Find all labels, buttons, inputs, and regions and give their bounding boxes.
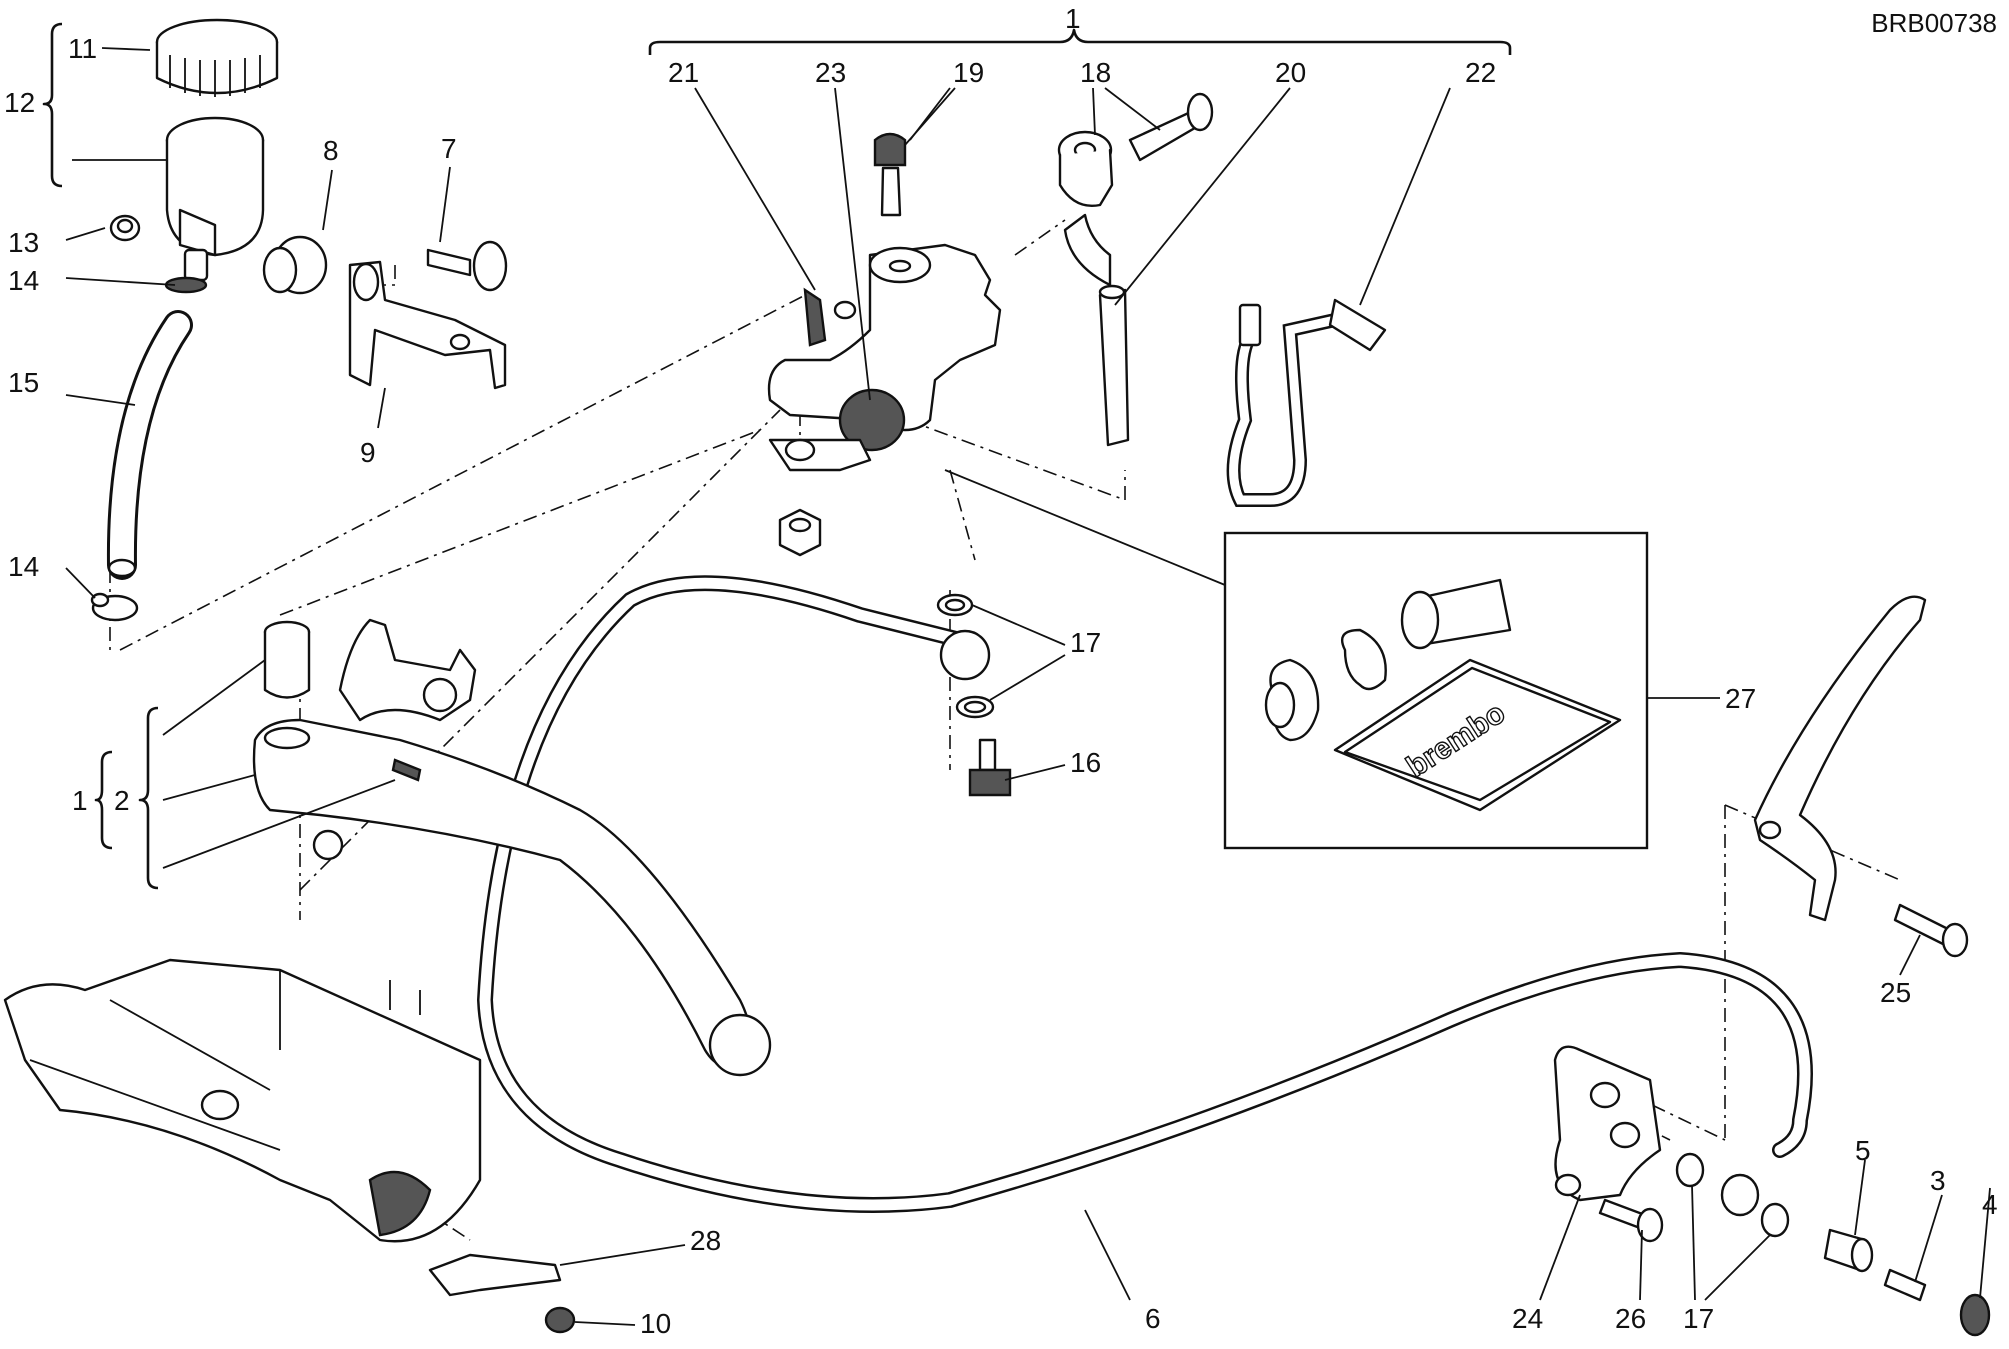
slave-cylinder	[1553, 1045, 1662, 1202]
callout-10: 10	[640, 1308, 671, 1339]
bracket-28	[428, 1253, 562, 1297]
handlebar-mount	[3, 958, 482, 1243]
drawing-code: BRB00738	[1871, 8, 1997, 38]
callout-17-lower: 17	[1683, 1303, 1714, 1334]
grommet-8	[262, 235, 328, 295]
bleed-5	[1823, 1228, 1874, 1273]
brace-lever-1	[94, 750, 113, 850]
callout-19: 19	[953, 57, 984, 88]
bleed-3	[1883, 1268, 1927, 1302]
brace-assembly-1	[648, 28, 1512, 55]
switch-22	[1226, 298, 1387, 507]
callout-16: 16	[1070, 747, 1101, 778]
screw-7	[426, 240, 508, 292]
reservoir-screw-13	[109, 214, 141, 242]
callout-20: 20	[1275, 57, 1306, 88]
banjo-bolt-16	[968, 738, 1012, 797]
brace-reservoir-12	[42, 22, 63, 188]
cover-bracket	[1753, 595, 1927, 922]
callout-9: 9	[360, 437, 376, 468]
callout-2: 2	[114, 785, 130, 816]
lever-adjuster	[338, 618, 477, 722]
callout-14-top: 14	[8, 265, 39, 296]
reservoir-cap	[155, 18, 279, 97]
washer-17-upper-1	[936, 593, 974, 617]
callout-15: 15	[8, 367, 39, 398]
adjuster-spring	[391, 758, 422, 782]
callout-labels: 1 21 23 19 18 20 22 11 12 8 7 13 14 15 9…	[4, 3, 1998, 1339]
callout-5: 5	[1855, 1135, 1871, 1166]
callout-28: 28	[690, 1225, 721, 1256]
leader-lines	[65, 47, 1991, 1326]
screw-26	[1598, 1198, 1664, 1243]
callout-26: 26	[1615, 1303, 1646, 1334]
washer-17-lower-2	[1760, 1202, 1790, 1238]
bushing	[263, 620, 311, 699]
screw-25	[1893, 903, 1969, 958]
pin-20	[1098, 284, 1130, 447]
callout-13: 13	[8, 227, 39, 258]
banjo-lower	[1720, 1173, 1760, 1217]
callout-23: 23	[815, 57, 846, 88]
repair-kit-27: brembo	[944, 469, 1649, 850]
bleed-cap-19	[873, 132, 907, 217]
callout-21: 21	[668, 57, 699, 88]
brace-lever-2	[138, 706, 159, 890]
callout-22: 22	[1465, 57, 1496, 88]
lever-2	[252, 718, 772, 1077]
reservoir-body	[165, 116, 265, 282]
callout-3: 3	[1930, 1165, 1946, 1196]
washer-17-upper-2	[955, 695, 995, 719]
clamp-18	[1057, 92, 1214, 287]
cap-4	[1959, 1293, 1991, 1337]
callout-18: 18	[1080, 57, 1111, 88]
master-cylinder-body	[767, 243, 1002, 472]
callout-24: 24	[1512, 1303, 1543, 1334]
hose-end	[107, 558, 137, 578]
callout-25: 25	[1880, 977, 1911, 1008]
callout-8: 8	[323, 135, 339, 166]
bracket-9	[348, 260, 507, 390]
callout-4: 4	[1982, 1189, 1998, 1220]
callout-6: 6	[1145, 1303, 1161, 1334]
callout-17-upper: 17	[1070, 627, 1101, 658]
nut-master	[778, 508, 822, 557]
callout-11: 11	[68, 33, 97, 64]
banjo-fitting-21	[803, 287, 827, 347]
callout-1-left: 1	[72, 785, 88, 816]
clamp-14-bottom	[90, 592, 139, 622]
banjo-upper	[939, 629, 991, 681]
callout-14-bottom: 14	[8, 551, 39, 582]
screw-10	[544, 1306, 576, 1334]
washer-17-lower-1	[1675, 1152, 1705, 1188]
callout-1-top: 1	[1065, 3, 1081, 34]
callout-27: 27	[1725, 683, 1756, 714]
callout-12: 12	[4, 87, 35, 118]
callout-7: 7	[441, 133, 457, 164]
